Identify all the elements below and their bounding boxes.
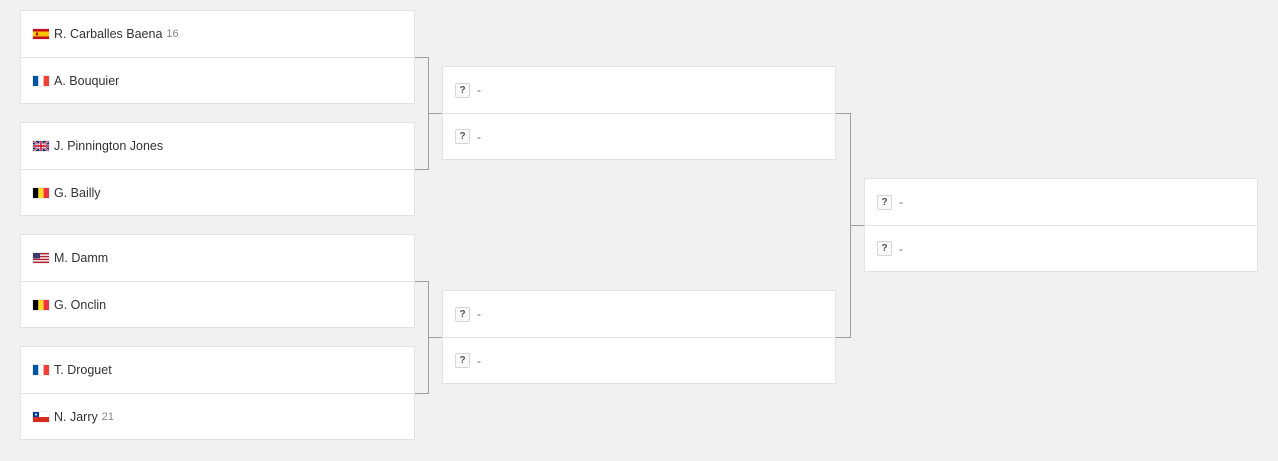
- connector-r1-bottom: [415, 281, 442, 394]
- player-name: -: [899, 195, 903, 209]
- belgium-flag-icon: [33, 187, 49, 198]
- match-r2-2[interactable]: ? - ? -: [442, 290, 836, 384]
- player-name: -: [477, 353, 481, 368]
- connector-r2: [836, 113, 864, 338]
- player-name: -: [477, 129, 481, 144]
- player-seed: 21: [101, 410, 114, 423]
- match-r1-4[interactable]: T. Droguet N. Jarry 21: [20, 346, 415, 440]
- connector-r1-top: [415, 57, 442, 170]
- player-slot[interactable]: M. Damm: [21, 235, 414, 281]
- uk-flag-icon: [33, 141, 49, 151]
- player-slot[interactable]: T. Droguet: [21, 347, 414, 393]
- match-r1-2[interactable]: J. Pinnington Jones G. Bailly: [20, 122, 415, 216]
- match-r1-3[interactable]: M. Damm G. Onclin: [20, 234, 415, 328]
- unknown-player-icon: ?: [455, 82, 470, 98]
- match-r1-1[interactable]: R. Carballes Baena 16 A. Bouquier: [20, 10, 415, 104]
- player-name: -: [899, 241, 903, 256]
- france-flag-icon: [33, 75, 49, 86]
- usa-flag-icon: [33, 253, 49, 263]
- unknown-player-icon: ?: [877, 241, 892, 256]
- france-flag-icon: [33, 365, 49, 375]
- player-slot[interactable]: ? -: [443, 113, 835, 159]
- player-slot[interactable]: G. Bailly: [21, 169, 414, 215]
- player-name: N. Jarry: [54, 409, 98, 424]
- player-slot[interactable]: ? -: [443, 337, 835, 383]
- player-slot[interactable]: ? -: [443, 67, 835, 113]
- unknown-player-icon: ?: [455, 129, 470, 144]
- belgium-flag-icon: [33, 299, 49, 310]
- unknown-player-icon: ?: [455, 306, 470, 322]
- player-name: G. Bailly: [54, 185, 101, 200]
- player-slot[interactable]: ? -: [443, 291, 835, 337]
- player-slot[interactable]: ? -: [865, 225, 1257, 271]
- spain-flag-icon: [33, 29, 49, 39]
- player-name: T. Droguet: [54, 363, 112, 377]
- player-slot[interactable]: A. Bouquier: [21, 57, 414, 103]
- player-name: M. Damm: [54, 251, 109, 265]
- match-r3-1[interactable]: ? - ? -: [864, 178, 1258, 272]
- match-r2-1[interactable]: ? - ? -: [442, 66, 836, 160]
- player-slot[interactable]: ? -: [865, 179, 1257, 225]
- player-name: -: [477, 307, 481, 321]
- player-slot[interactable]: R. Carballes Baena 16: [21, 11, 414, 57]
- player-slot[interactable]: J. Pinnington Jones: [21, 123, 414, 169]
- player-name: A. Bouquier: [54, 73, 120, 88]
- unknown-player-icon: ?: [877, 194, 892, 210]
- player-name: -: [477, 83, 481, 97]
- player-name: R. Carballes Baena: [54, 27, 163, 41]
- player-seed: 16: [166, 28, 179, 40]
- chile-flag-icon: [33, 411, 49, 422]
- player-name: G. Onclin: [54, 297, 107, 312]
- player-slot[interactable]: N. Jarry 21: [21, 393, 414, 439]
- player-name: J. Pinnington Jones: [54, 139, 164, 153]
- player-slot[interactable]: G. Onclin: [21, 281, 414, 327]
- unknown-player-icon: ?: [455, 353, 470, 368]
